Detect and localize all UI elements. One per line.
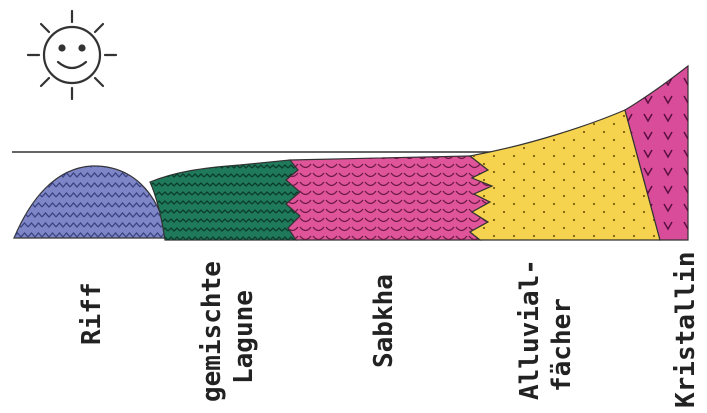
label-sabkha: Sabkha bbox=[369, 274, 399, 368]
sun-icon bbox=[28, 11, 116, 99]
label-kristallin: Kristallin bbox=[671, 251, 701, 408]
label-alluvial-line2: fächer bbox=[547, 298, 577, 392]
label-lagune-line1: gemischte bbox=[197, 261, 227, 402]
label-alluvial-line1: Alluvial- bbox=[515, 259, 545, 400]
label-lagune-line2: Lagune bbox=[229, 290, 259, 384]
label-riff: Riff bbox=[77, 282, 107, 345]
